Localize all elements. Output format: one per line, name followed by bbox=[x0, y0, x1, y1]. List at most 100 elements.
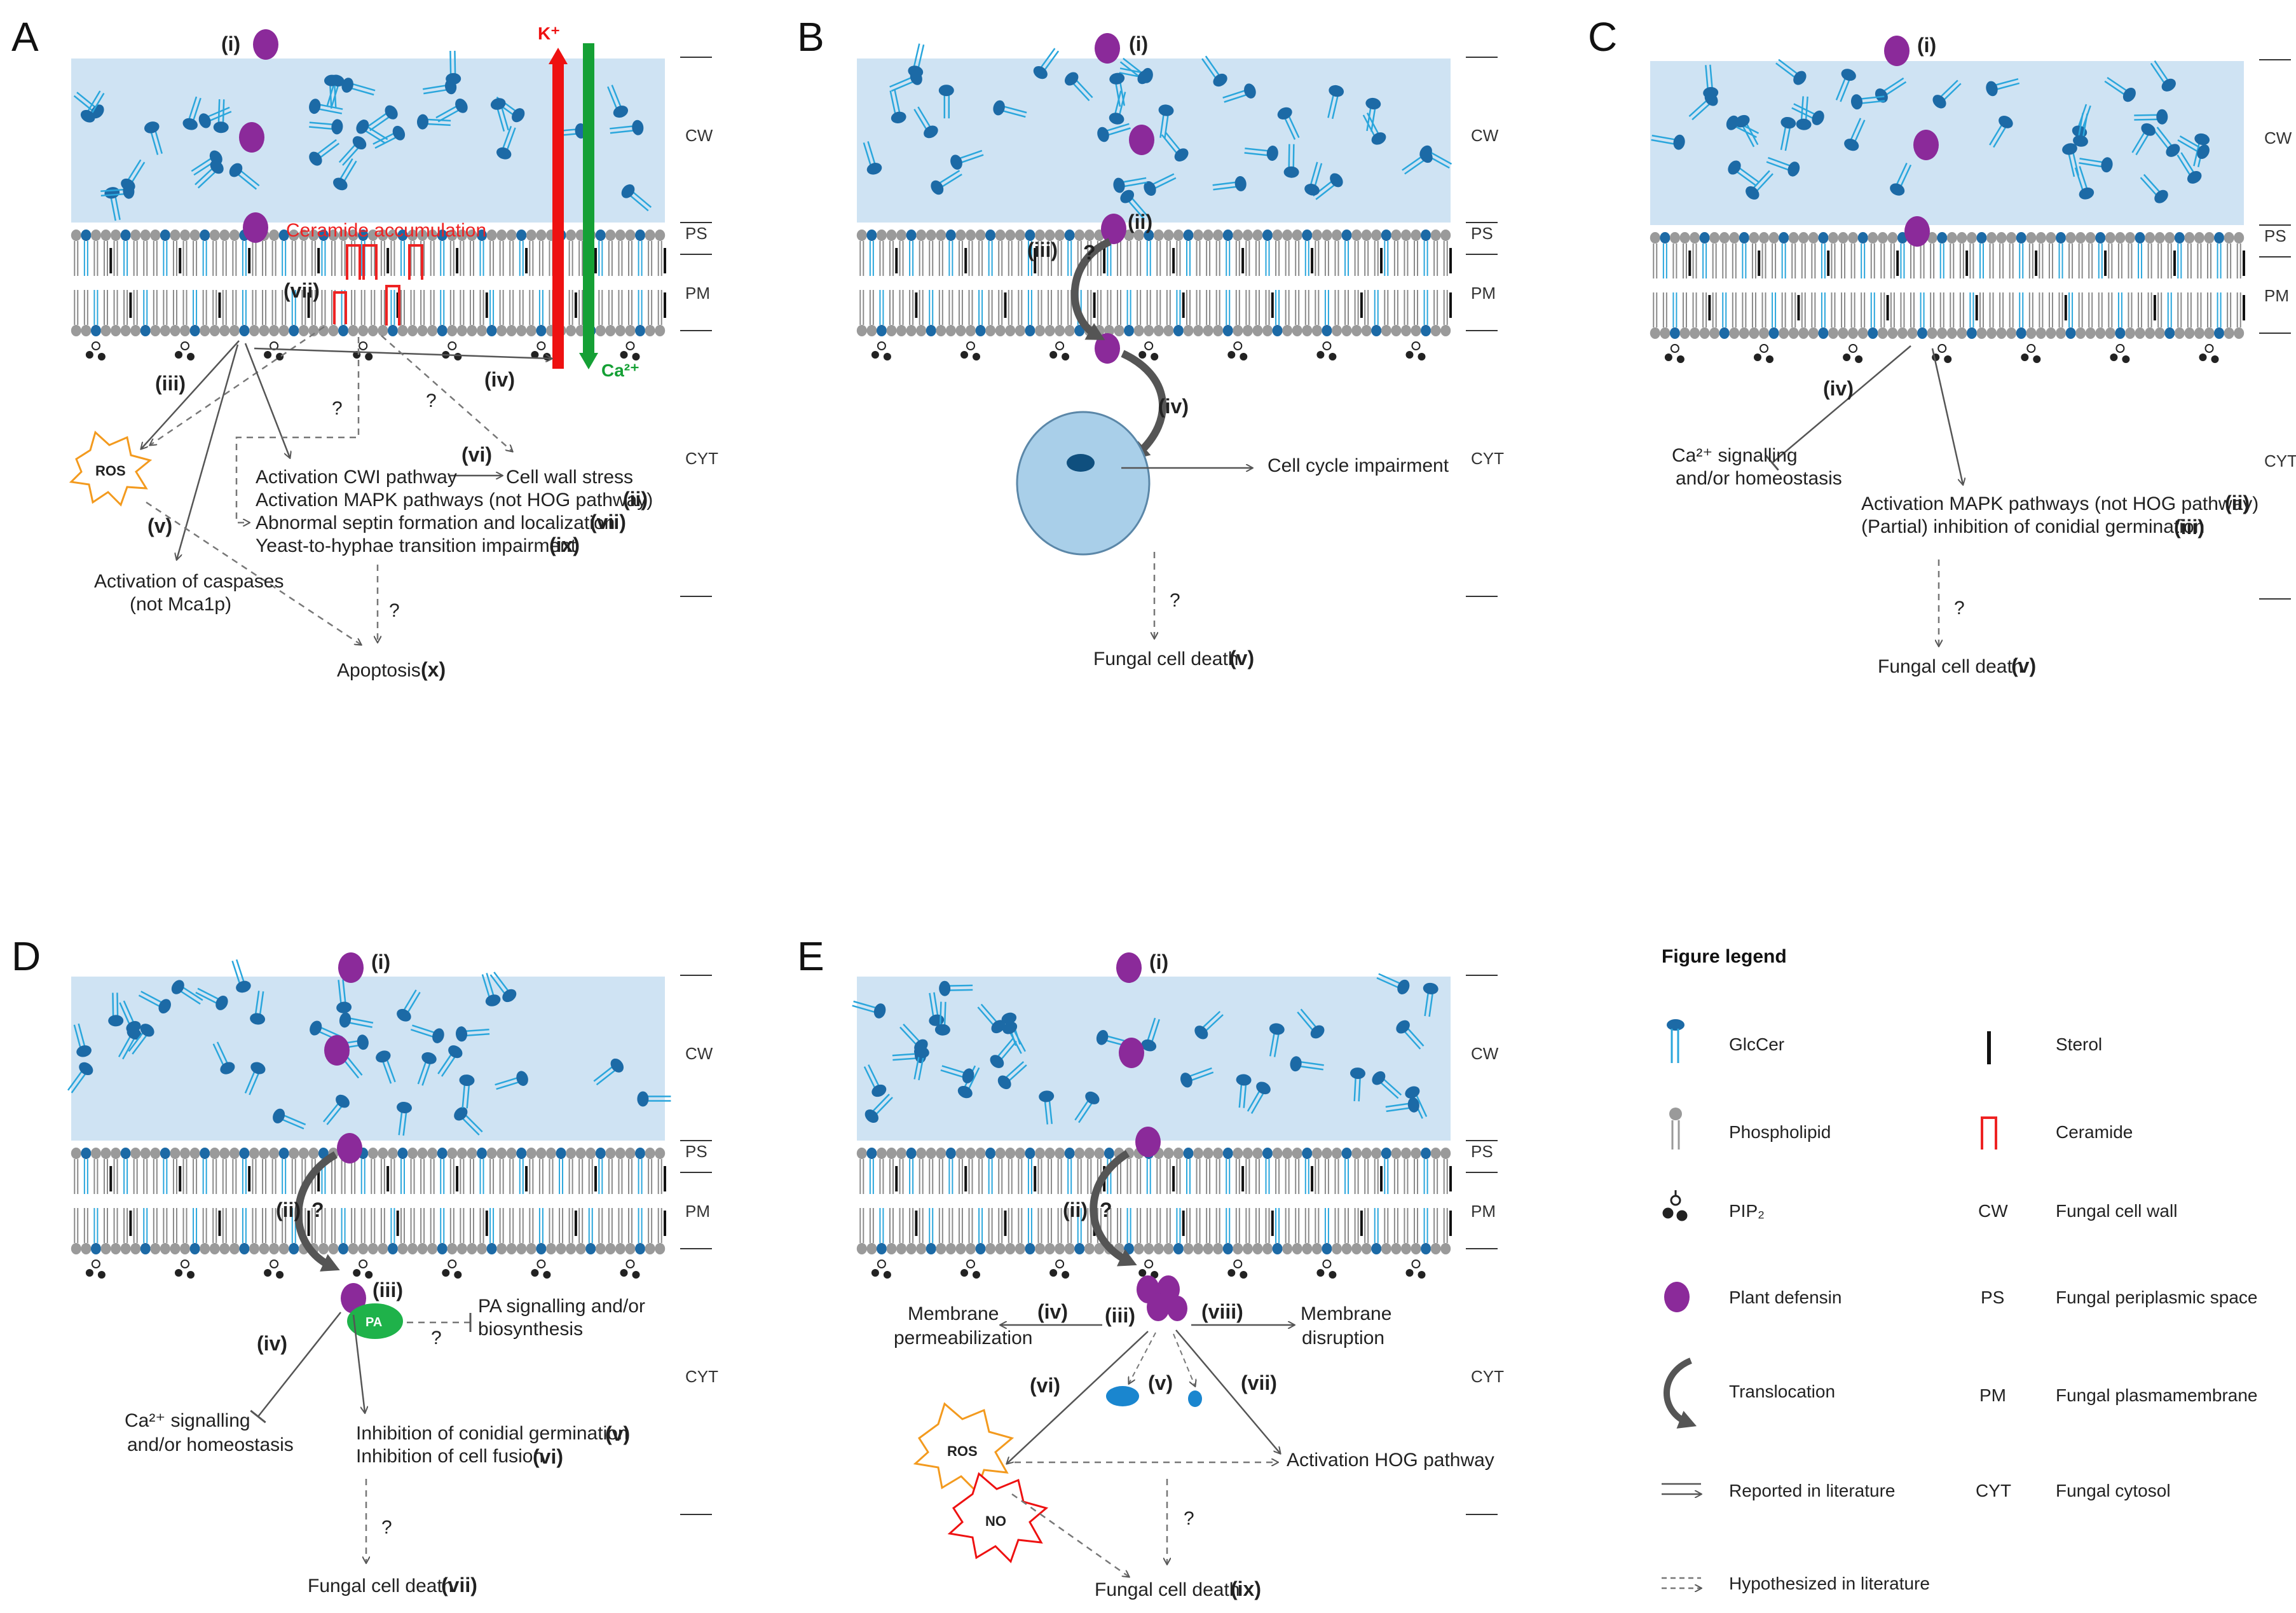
arrow-a-ros-apoptosis bbox=[146, 501, 361, 645]
phospholipid-head bbox=[456, 1148, 467, 1159]
sterol bbox=[248, 248, 251, 273]
glccer-tail bbox=[867, 141, 876, 165]
pip2 bbox=[1049, 341, 1070, 360]
sterol bbox=[109, 1166, 113, 1191]
phospholipid-head bbox=[945, 1243, 956, 1254]
glccer-head bbox=[477, 230, 488, 241]
glccer-tail bbox=[871, 1094, 890, 1113]
sterol bbox=[1271, 1211, 1274, 1236]
glccer-head bbox=[239, 325, 250, 336]
cell-wall-stress-text: Cell wall stress bbox=[506, 467, 633, 488]
phospholipid-head bbox=[308, 230, 319, 241]
glccer-tail bbox=[1430, 151, 1452, 165]
pip2 bbox=[1664, 344, 1684, 363]
phospholipid-head bbox=[269, 325, 280, 336]
sterol bbox=[1182, 292, 1185, 318]
phospholipid-head bbox=[367, 325, 378, 336]
glccer-head bbox=[985, 230, 996, 241]
no-label: NO bbox=[985, 1513, 1006, 1529]
glccer-head bbox=[536, 325, 547, 336]
glccer-tail bbox=[132, 1034, 148, 1055]
phospholipid-head bbox=[1838, 327, 1848, 339]
pip2-phosphate bbox=[264, 351, 272, 359]
phospholipid-head bbox=[2184, 232, 2195, 244]
panel-d-fusion-text: Inhibition of cell fusion bbox=[356, 1446, 543, 1467]
phospholipid-head bbox=[886, 230, 897, 241]
glccer-tail bbox=[309, 121, 334, 126]
glccer-tail bbox=[1805, 96, 1808, 121]
glccer-head bbox=[496, 147, 512, 160]
glccer-head bbox=[934, 1024, 950, 1036]
phospholipid-head bbox=[1311, 1148, 1322, 1159]
glccer-head bbox=[993, 100, 1005, 116]
glccer-head bbox=[2161, 78, 2176, 92]
glccer-head bbox=[357, 1034, 369, 1050]
glccer-molecule bbox=[1158, 104, 1174, 139]
phospholipid-head bbox=[615, 1243, 625, 1254]
glccer-molecule bbox=[1119, 57, 1151, 85]
glccer-tail bbox=[249, 1072, 260, 1095]
pip2-phosphate bbox=[1227, 1269, 1236, 1277]
glccer-head bbox=[289, 1243, 299, 1254]
sterol bbox=[456, 1166, 459, 1191]
glccer-tail bbox=[917, 44, 925, 69]
phospholipid-head bbox=[1650, 327, 1660, 339]
glccer-head bbox=[1728, 160, 1741, 175]
phospholipid-head bbox=[896, 325, 907, 336]
glccer-head bbox=[1704, 92, 1718, 106]
glccer-head bbox=[140, 325, 151, 336]
phospholipid-head bbox=[71, 230, 81, 241]
pip2-phosphate bbox=[1151, 353, 1159, 360]
panel-d-letter: D bbox=[11, 933, 41, 979]
panel-a-q3: ? bbox=[389, 600, 400, 621]
pip2-phosphate bbox=[454, 353, 462, 360]
glccer-head bbox=[1236, 1074, 1252, 1086]
cell-wall bbox=[71, 58, 665, 223]
ros-label-e: ROS bbox=[947, 1443, 978, 1459]
glccer-tail bbox=[967, 1067, 980, 1090]
glccer-tail bbox=[2176, 154, 2191, 176]
phospholipid-head bbox=[2065, 232, 2076, 244]
glccer-molecule bbox=[138, 991, 171, 1014]
sterol bbox=[396, 1211, 399, 1236]
glccer-head bbox=[950, 154, 962, 170]
phospholipid-head bbox=[1133, 325, 1144, 336]
glccer-tail bbox=[1366, 113, 1379, 135]
phospholipid-head bbox=[896, 1243, 907, 1254]
phospholipid-head bbox=[506, 1243, 517, 1254]
glccer-tail bbox=[1784, 127, 1791, 151]
phospholipid-head bbox=[1311, 230, 1322, 241]
glccer-molecule bbox=[2131, 123, 2156, 156]
phospholipid-head bbox=[1957, 232, 1967, 244]
glccer-tail bbox=[240, 170, 260, 187]
glccer-head bbox=[1262, 230, 1273, 241]
panel-c-conidial-text: (Partial) inhibition of conidial germina… bbox=[1861, 516, 2204, 537]
phospholipid-head bbox=[130, 1148, 141, 1159]
phospholipid-head bbox=[2046, 327, 2056, 339]
glccer-head bbox=[437, 1243, 448, 1254]
glccer-head bbox=[1421, 325, 1432, 336]
phospholipid-head bbox=[1233, 325, 1243, 336]
glccer-tail bbox=[334, 84, 337, 109]
phospholipid-head bbox=[1213, 1148, 1224, 1159]
glccer-tail bbox=[236, 173, 257, 190]
phospholipid-head bbox=[100, 230, 111, 241]
glccer-tail bbox=[235, 959, 245, 983]
panel-d-label-vi: (vi) bbox=[533, 1445, 563, 1468]
phospholipid-head bbox=[1124, 230, 1135, 241]
phospholipid-head bbox=[1262, 1243, 1273, 1254]
pip2-ring bbox=[966, 341, 975, 350]
glccer-head bbox=[1002, 1022, 1018, 1034]
glccer-head bbox=[2164, 327, 2175, 339]
phospholipid-head bbox=[985, 1243, 996, 1254]
phospholipid-head bbox=[1768, 232, 1779, 244]
glccer-head bbox=[1262, 1148, 1273, 1159]
glccer-tail bbox=[1378, 973, 1402, 985]
glccer-head bbox=[1290, 1056, 1302, 1072]
glccer-head bbox=[1330, 173, 1343, 188]
pip2-ring bbox=[181, 341, 189, 350]
glccer-head bbox=[432, 1028, 444, 1043]
pip2-phosphate bbox=[1138, 1269, 1147, 1277]
glccer-tail bbox=[207, 106, 230, 118]
glccer-head bbox=[595, 1148, 606, 1159]
